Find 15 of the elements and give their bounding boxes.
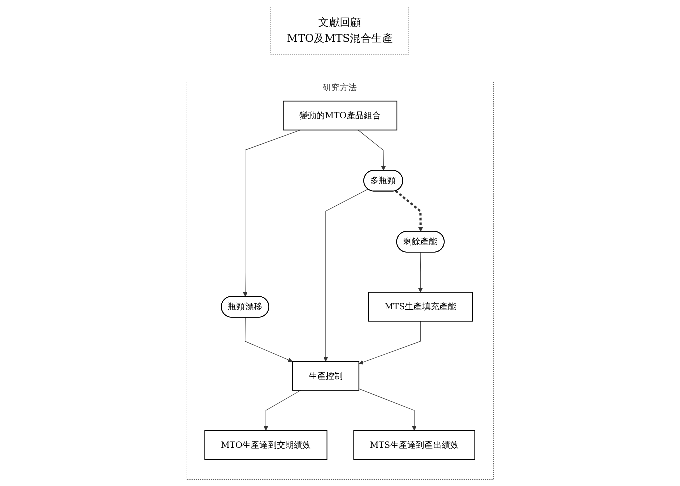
arrow bbox=[243, 130, 301, 298]
arrow bbox=[395, 190, 424, 232]
arrow bbox=[358, 321, 421, 365]
node-box: 生產控制 bbox=[292, 361, 360, 391]
node-box: 變動的MTO產品組合 bbox=[283, 100, 398, 131]
arrow bbox=[245, 317, 293, 362]
node-box: MTS生產填充產能 bbox=[368, 292, 473, 322]
arrow bbox=[264, 390, 302, 431]
node-box: MTO生產達到交期績效 bbox=[204, 430, 328, 460]
arrow bbox=[324, 189, 368, 362]
arrow bbox=[358, 130, 386, 171]
arrow bbox=[418, 252, 423, 293]
node-box: MTS生產達到產出績效 bbox=[354, 430, 476, 460]
node-box: 文獻回顧 MTO及MTS混合生產 bbox=[270, 6, 410, 55]
arrow bbox=[358, 388, 417, 431]
